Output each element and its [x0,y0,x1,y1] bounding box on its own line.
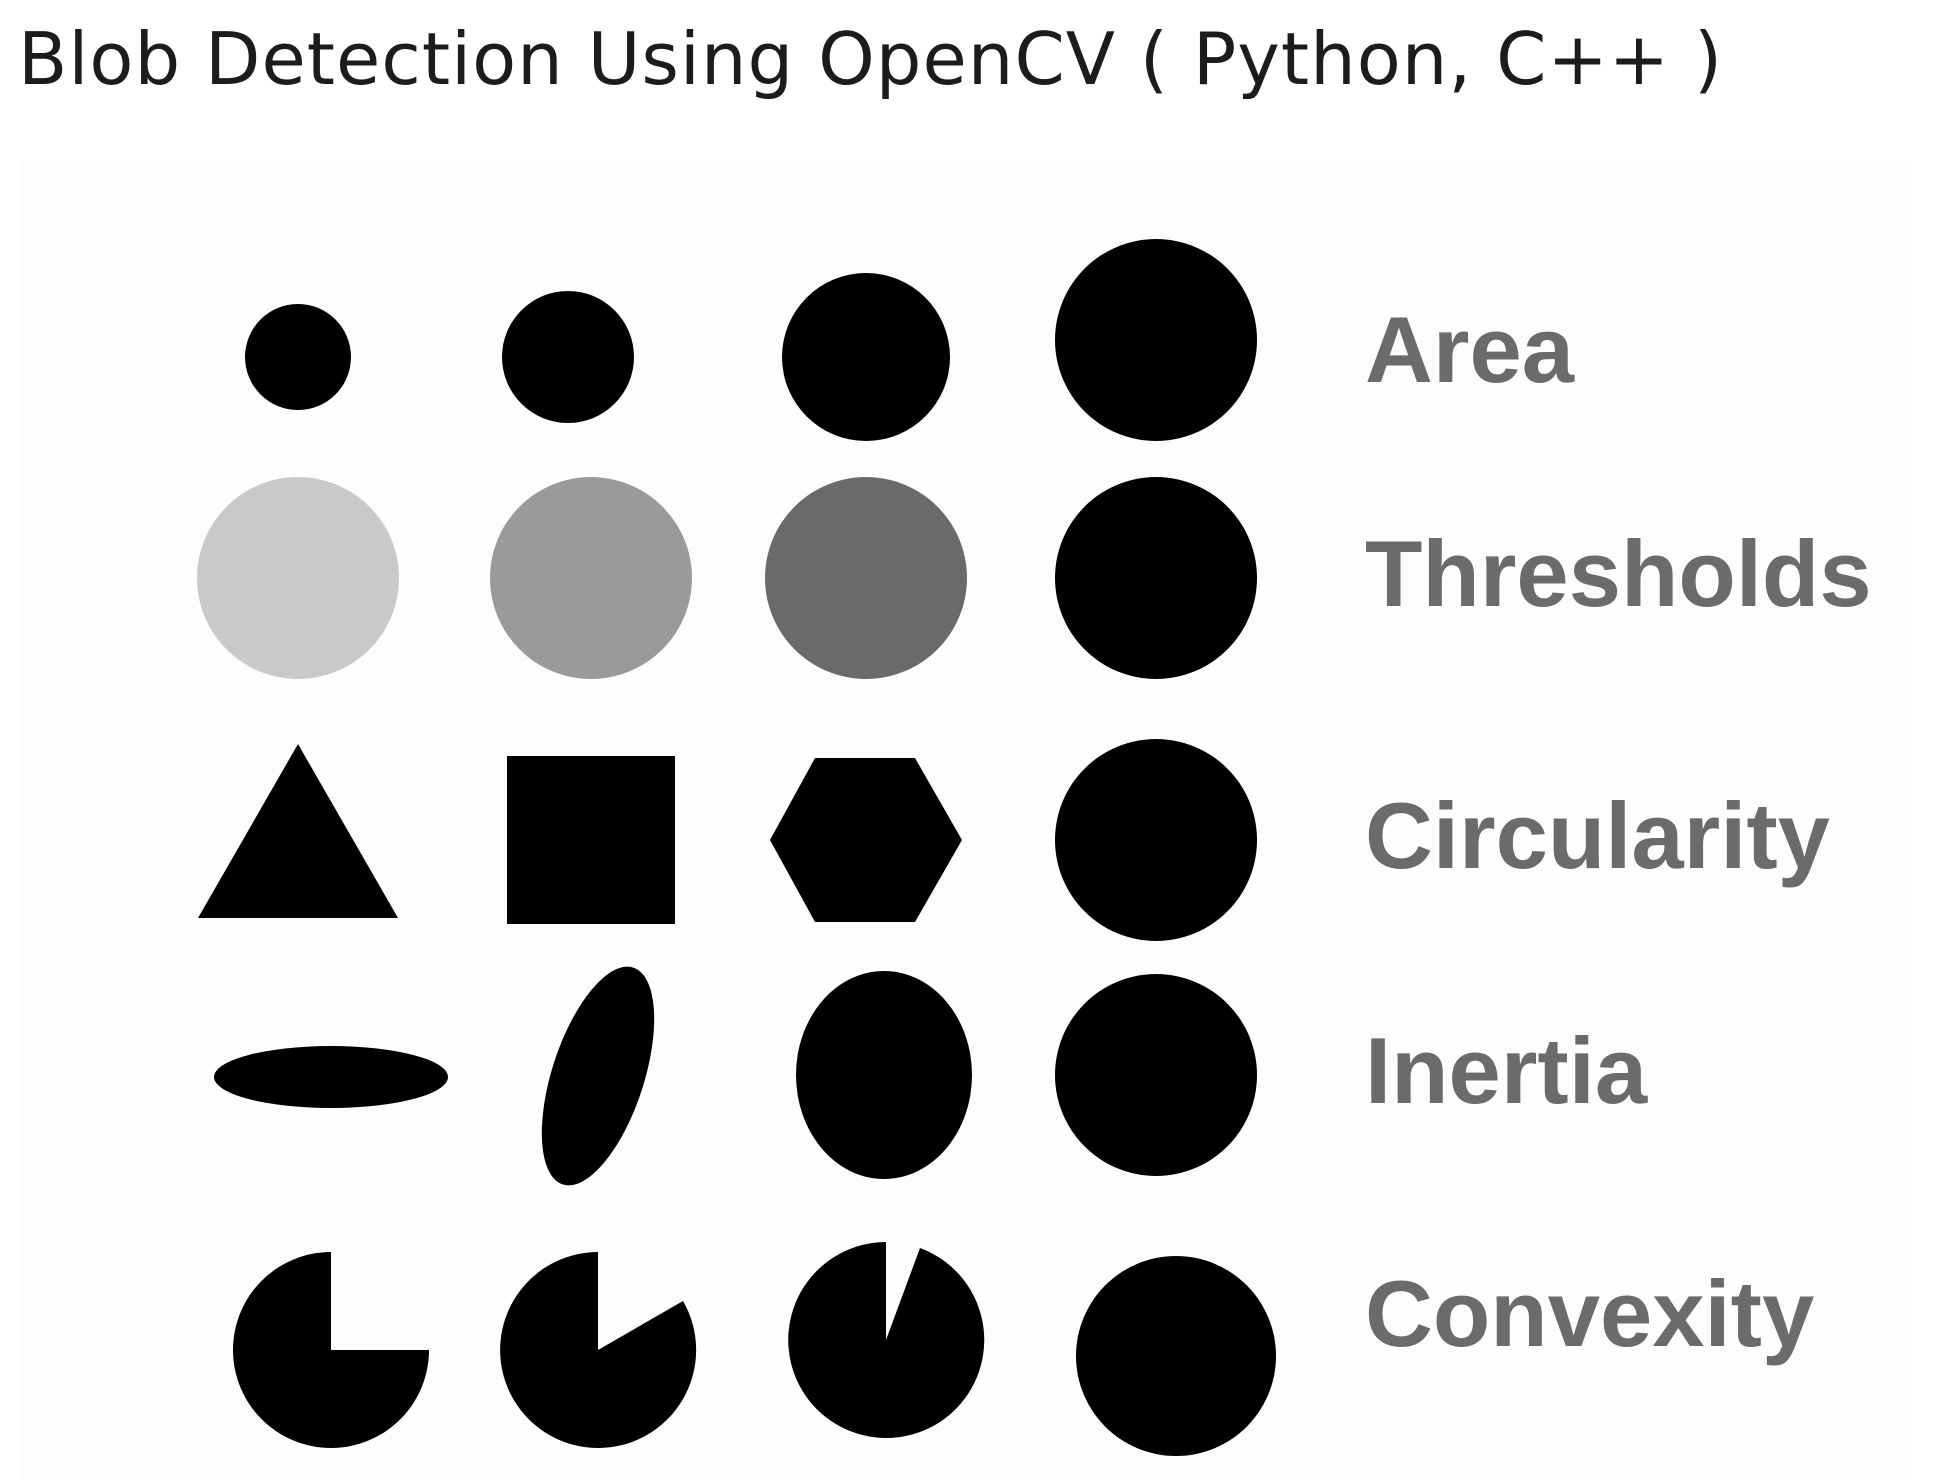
row-inertia-shapes [214,966,1257,1186]
circularity-triangle [198,744,398,918]
inertia-ellipse-flat [214,1046,448,1108]
inertia-ellipse-near-round [796,971,972,1179]
page-title: Blob Detection Using OpenCV ( Python, C+… [18,17,1724,101]
row-label-convexity: Convexity [1365,1261,1815,1366]
area-circle-large [782,273,950,441]
convexity-pacman-thin-cut [788,1242,985,1438]
inertia-ellipse-tilted [541,966,655,1186]
row-thresholds-shapes [197,477,1257,679]
row-circularity-shapes [198,739,1257,941]
inertia-circle [1055,974,1257,1176]
convexity-pacman-wedge-cut [500,1252,697,1448]
threshold-circle-mid [490,477,692,679]
row-label-area: Area [1365,297,1575,402]
threshold-circle-dark [765,477,967,679]
row-label-inertia: Inertia [1365,1018,1648,1123]
threshold-circle-light [197,477,399,679]
threshold-circle-black [1055,477,1257,679]
convexity-pacman-quarter-cut [233,1252,429,1448]
row-label-circularity: Circularity [1365,783,1830,888]
row-convexity-shapes [233,1242,1276,1456]
area-circle-xlarge [1055,239,1257,441]
row-label-thresholds: Thresholds [1365,521,1872,626]
circularity-square [507,756,675,924]
circularity-circle [1055,739,1257,941]
row-area-shapes [245,239,1257,441]
area-circle-medium [502,291,634,423]
area-circle-small [245,304,351,410]
circularity-hexagon [770,758,962,922]
convexity-circle [1076,1256,1276,1456]
